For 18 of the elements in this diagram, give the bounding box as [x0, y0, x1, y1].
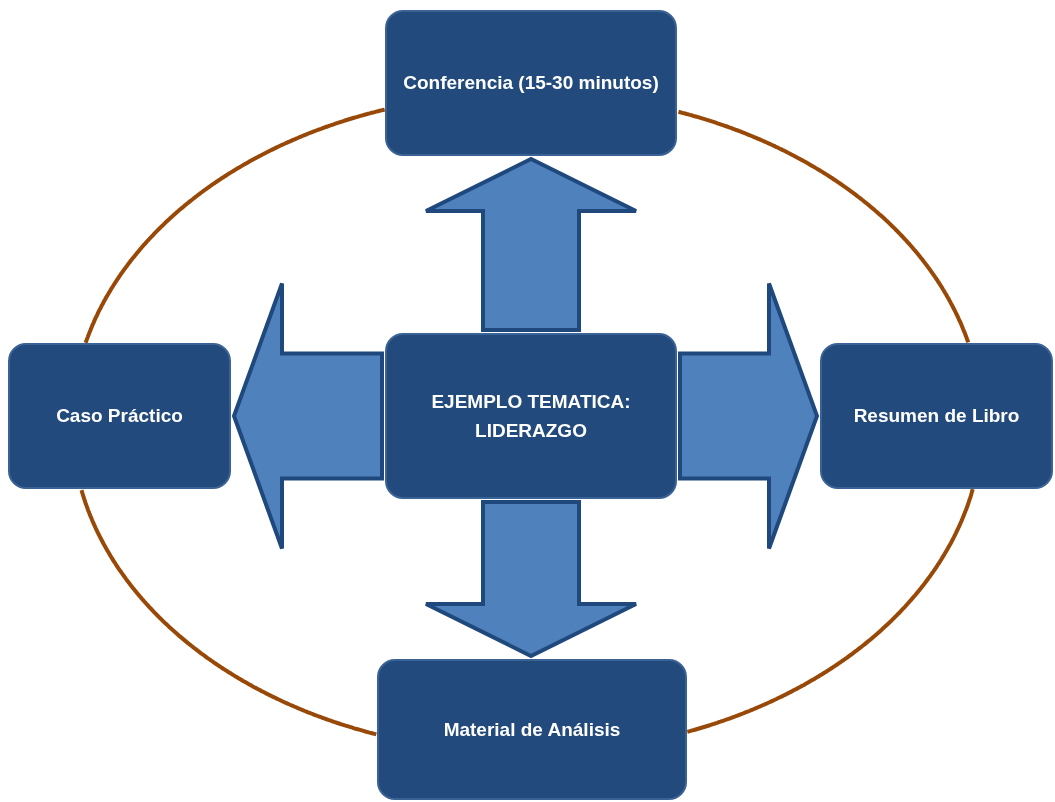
connector-line: [83, 107, 386, 344]
box-label: Caso Práctico: [56, 404, 183, 429]
box-label: Conferencia (15-30 minutos): [403, 71, 659, 96]
block-arrow: [678, 281, 820, 551]
box-label: Material de Análisis: [443, 717, 621, 742]
block-arrow: [231, 281, 384, 551]
process-box: [8, 343, 231, 489]
block-arrow: [424, 500, 638, 659]
process-box: [377, 659, 687, 800]
connector-line: [686, 488, 975, 734]
box-label: Resumen de Libro: [853, 404, 1020, 429]
process-box: [385, 333, 677, 499]
connector-line: [678, 109, 971, 344]
block-arrow: [424, 156, 638, 332]
box-label: EJEMPLO TEMATICA: LIDERAZGO: [430, 389, 632, 443]
connector-line: [79, 489, 377, 737]
process-box: [385, 10, 677, 156]
process-box: [820, 343, 1053, 489]
